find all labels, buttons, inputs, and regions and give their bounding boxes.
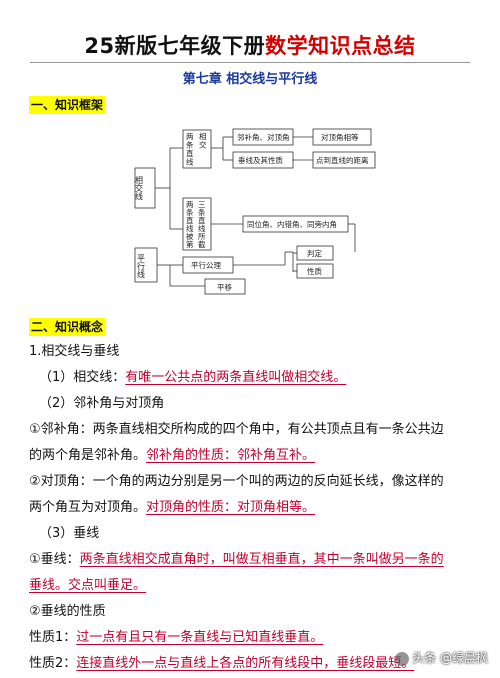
title-part2: 数学知识点总结 bbox=[265, 34, 416, 58]
definition-highlight: 两条直线相交成直角时，叫做互相垂直，其中一条叫做另一条的 bbox=[79, 552, 444, 567]
property-highlight: 对顶角的性质：对顶角相等。 bbox=[146, 500, 316, 515]
diagram-char: 三 bbox=[198, 200, 206, 209]
text-line-9: ①垂线：两条直线相交成直角时，叫做互相垂直，其中一条叫做另一条的 bbox=[29, 550, 444, 570]
title-part1: 25新版七年级下册 bbox=[84, 34, 266, 58]
watermark: 头条 @绿晨枫 bbox=[395, 649, 488, 666]
text-line-1: 1.相交线与垂线 bbox=[29, 344, 120, 359]
term-label: 性质2： bbox=[29, 656, 77, 671]
diagram-char: 线 bbox=[198, 223, 206, 233]
label-two-lines: 两条直线 相交 bbox=[186, 131, 207, 167]
section-heading-concepts: 二、知识概念 bbox=[29, 318, 106, 336]
property-highlight: 连接直线外一点与直线上各点的所有线段中，垂线段最短。 bbox=[76, 656, 415, 671]
text-line-8: （3）垂线 bbox=[39, 526, 100, 541]
box-two-lines bbox=[182, 129, 212, 169]
diagram-char: 相 bbox=[199, 131, 207, 141]
label-distance: 点到直线的距离 bbox=[316, 155, 369, 165]
label-translation: 平移 bbox=[217, 282, 232, 292]
text-line-3: （2）邻补角与对顶角 bbox=[39, 396, 165, 411]
diagram-char: 被 bbox=[186, 231, 194, 241]
term-label: 性质1： bbox=[29, 630, 77, 645]
box-distance bbox=[312, 151, 376, 169]
term-label: （1）相交线： bbox=[39, 370, 126, 385]
diagram-char: 两 bbox=[186, 200, 194, 209]
section-heading-framework: 一、知识框架 bbox=[29, 96, 106, 114]
diagram-char: 直 bbox=[198, 215, 206, 225]
plain-text: 的两个角是邻补角。 bbox=[29, 448, 147, 463]
definition-highlight: 有唯一公共点的两条直线叫做相交线。 bbox=[125, 370, 347, 385]
watermark-logo-icon bbox=[395, 651, 410, 666]
diagram-char: 所 bbox=[198, 231, 206, 241]
watermark-text: 头条 @绿晨枫 bbox=[412, 651, 488, 665]
box-translation bbox=[204, 278, 246, 295]
plain-text: 两个角互为对顶角。 bbox=[29, 500, 147, 515]
text-line-5: 的两个角是邻补角。邻补角的性质：邻补角互补。 bbox=[29, 446, 315, 466]
text-line-2: （1）相交线：有唯一公共点的两条直线叫做相交线。 bbox=[39, 368, 346, 388]
label-parallel: 平行线 bbox=[137, 254, 146, 278]
text-line-13: 性质2：连接直线外一点与直线上各点的所有线段中，垂线段最短。 bbox=[29, 654, 414, 674]
knowledge-framework-diagram: 相交线 邻补角、对顶角 对顶角相等 垂线及其性质 点到直线的距离 同位角、内错角… bbox=[135, 128, 376, 295]
diagram-char: 线 bbox=[186, 157, 194, 167]
text-line-11: ②垂线的性质 bbox=[29, 604, 106, 619]
diagram-char: 直 bbox=[186, 215, 194, 225]
box-vertical-equal bbox=[312, 128, 372, 146]
diagram-char: 截 bbox=[198, 239, 206, 249]
text-line-10: 垂线。交点叫垂足。 bbox=[29, 576, 146, 596]
text-line-7: 两个角互为对顶角。对顶角的性质：对顶角相等。 bbox=[29, 498, 315, 518]
title-divider bbox=[30, 62, 470, 63]
label-axiom: 平行公理 bbox=[191, 260, 221, 270]
page-title: 25新版七年级下册数学知识点总结 bbox=[0, 30, 500, 60]
term-label: ①垂线： bbox=[29, 552, 80, 567]
label-angles: 同位角、内错角、同旁内角 bbox=[247, 219, 337, 229]
chapter-subtitle: 第七章 相交线与平行线 bbox=[182, 72, 318, 87]
property-highlight: 过一点有且只有一条直线与已知直线垂直。 bbox=[76, 630, 324, 645]
label-judge: 判定 bbox=[307, 248, 322, 258]
definition-highlight: 垂线。交点叫垂足。 bbox=[29, 578, 147, 593]
label-vertical-equal: 对顶角相等 bbox=[321, 132, 359, 142]
label-perpendicular: 垂线及其性质 bbox=[238, 155, 283, 165]
text-line-4: ①邻补角：两条直线相交所构成的四个角中，有公共顶点且有一条公共边 bbox=[29, 422, 444, 437]
label-root: 相交线 bbox=[135, 175, 144, 200]
diagram-char: 线 bbox=[186, 223, 194, 233]
diagram-char: 条 bbox=[186, 140, 194, 150]
diagram-char: 直 bbox=[186, 148, 194, 158]
label-property: 性质 bbox=[307, 266, 322, 276]
diagram-char: 交 bbox=[199, 140, 207, 150]
label-adjacent: 邻补角、对顶角 bbox=[237, 132, 290, 142]
diagram-char: 第 bbox=[186, 239, 194, 249]
property-highlight: 邻补角的性质：邻补角互补。 bbox=[146, 448, 316, 463]
text-line-6: ②对顶角：一个角的两边分别是另一个叫的两边的反向延长线，像这样的 bbox=[29, 474, 444, 489]
diagram-char: 条 bbox=[198, 207, 206, 217]
diagram-char: 条 bbox=[186, 207, 194, 217]
text-line-12: 性质1：过一点有且只有一条直线与已知直线垂直。 bbox=[29, 628, 323, 648]
diagram-char: 两 bbox=[186, 132, 194, 141]
